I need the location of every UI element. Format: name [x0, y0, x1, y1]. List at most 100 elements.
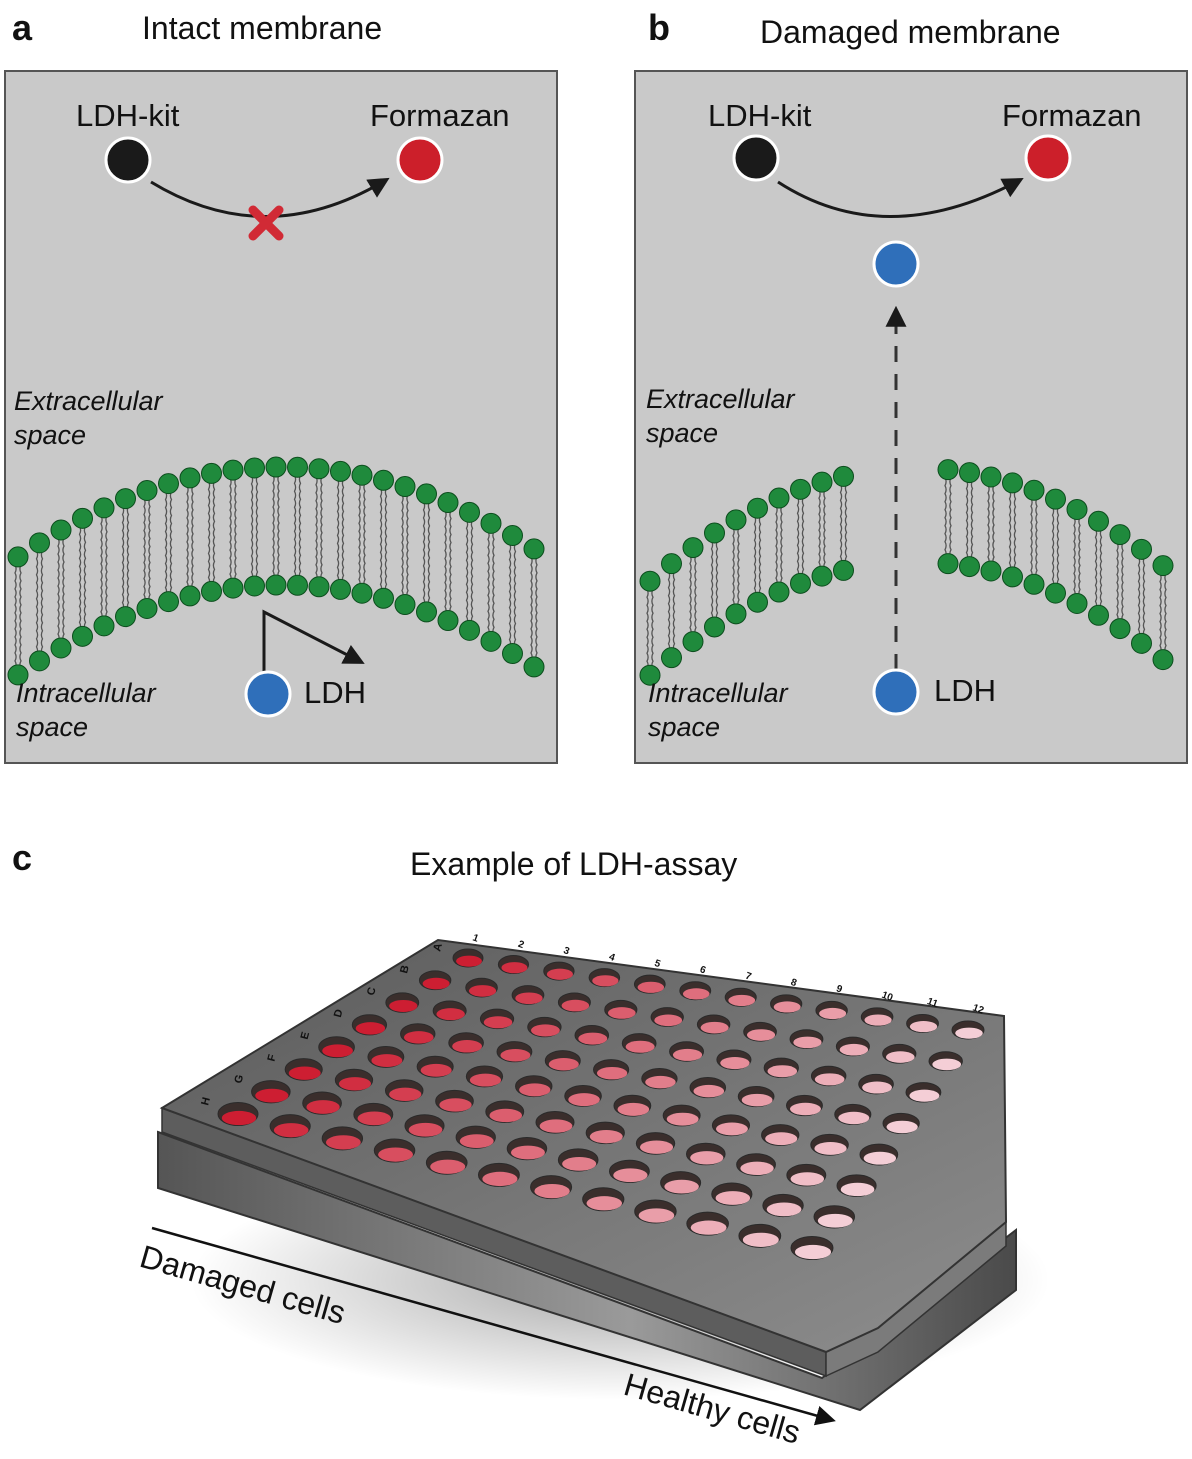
lipid-head [136, 598, 158, 620]
lipid-head [265, 574, 287, 596]
column-label: 9 [835, 983, 844, 995]
well-liquid [793, 1036, 822, 1049]
well [662, 1104, 701, 1127]
row-label: A [431, 942, 445, 953]
lipid-head [1152, 649, 1174, 671]
lipid-tail [169, 491, 173, 596]
well-liquid [482, 1171, 518, 1187]
well [497, 955, 530, 975]
lipid-tail [14, 564, 17, 670]
lipid-head [639, 570, 661, 592]
lipid-head [394, 594, 416, 616]
lipid-head [72, 625, 93, 647]
well-liquid [765, 1132, 798, 1146]
well [564, 1085, 602, 1107]
well [761, 1124, 800, 1146]
lipid-head [1023, 573, 1045, 595]
lipid-tail [1164, 573, 1167, 654]
lipid-head [1045, 488, 1066, 510]
well-liquid [322, 1044, 353, 1058]
lipid-head [725, 509, 747, 531]
well-liquid [645, 1075, 676, 1089]
well [334, 1068, 374, 1092]
well [689, 1077, 727, 1099]
lipid-head [790, 572, 811, 594]
well-liquid [955, 1027, 983, 1039]
column-label: 2 [516, 939, 525, 951]
lipid-tail [1073, 517, 1076, 598]
well [641, 1068, 678, 1090]
lipid-tail [164, 491, 168, 596]
lipid-head [115, 606, 136, 628]
well [535, 1111, 575, 1134]
lipid-head [179, 467, 201, 489]
well-liquid [625, 1040, 655, 1053]
well [834, 1103, 872, 1126]
well-liquid [378, 1147, 413, 1162]
well [786, 1163, 827, 1187]
ldh-kit-dot [732, 134, 780, 182]
lipid-head [459, 501, 480, 523]
ldh-label: LDH [934, 673, 997, 708]
lipid-head [1002, 472, 1023, 494]
well [400, 1023, 436, 1045]
lipid-head [639, 664, 661, 686]
well-liquid [637, 981, 665, 993]
well [582, 1187, 625, 1212]
well [251, 1080, 291, 1104]
well [686, 1211, 729, 1236]
lipid-head [287, 456, 308, 478]
well [786, 1094, 823, 1117]
lipid-head [330, 578, 351, 600]
lipid-tail [121, 506, 125, 611]
lipid-head [93, 497, 115, 519]
well-liquid [794, 1244, 832, 1260]
lipid-tail [126, 506, 130, 611]
lipid-tail [646, 588, 649, 670]
lipid-head [115, 488, 136, 510]
lipid-tail [358, 482, 361, 588]
row-label: F [266, 1053, 279, 1063]
well-liquid [682, 988, 710, 1000]
plate-base [157, 1130, 1017, 1412]
column-label: 5 [653, 958, 662, 970]
lipid-tail [992, 484, 995, 566]
well [373, 1138, 416, 1163]
well [635, 1132, 676, 1155]
well [479, 1008, 515, 1030]
lipid-tail [1137, 557, 1141, 638]
well-liquid [548, 1057, 579, 1071]
lipid-head [682, 631, 704, 653]
well-liquid [255, 1088, 289, 1103]
lipid-tail [508, 543, 512, 648]
lipid-tail [186, 485, 189, 591]
well-liquid [371, 1054, 403, 1068]
ldh-kit-dot [104, 136, 152, 184]
lipid-tail [298, 474, 302, 580]
well [511, 985, 545, 1005]
lipid-head [661, 647, 682, 669]
well [613, 1094, 652, 1117]
well [465, 977, 498, 998]
lipid-head [201, 580, 222, 602]
lipid-head [523, 656, 545, 678]
lipid-tail [1030, 497, 1033, 579]
well-liquid [456, 955, 482, 967]
well-liquid [469, 1073, 502, 1087]
lipid-head [1131, 632, 1152, 654]
well [585, 1121, 625, 1145]
lipid-head [244, 457, 265, 479]
well-liquid [515, 992, 543, 1005]
lipid-tail [148, 498, 151, 603]
well [530, 1175, 573, 1200]
well-liquid [422, 977, 450, 990]
well-liquid [863, 1151, 897, 1165]
lipid-tail [487, 531, 490, 636]
well [543, 961, 575, 981]
well [790, 1236, 834, 1260]
well [593, 1059, 630, 1081]
lipid-head [29, 650, 50, 672]
lipid-tail [363, 482, 366, 588]
